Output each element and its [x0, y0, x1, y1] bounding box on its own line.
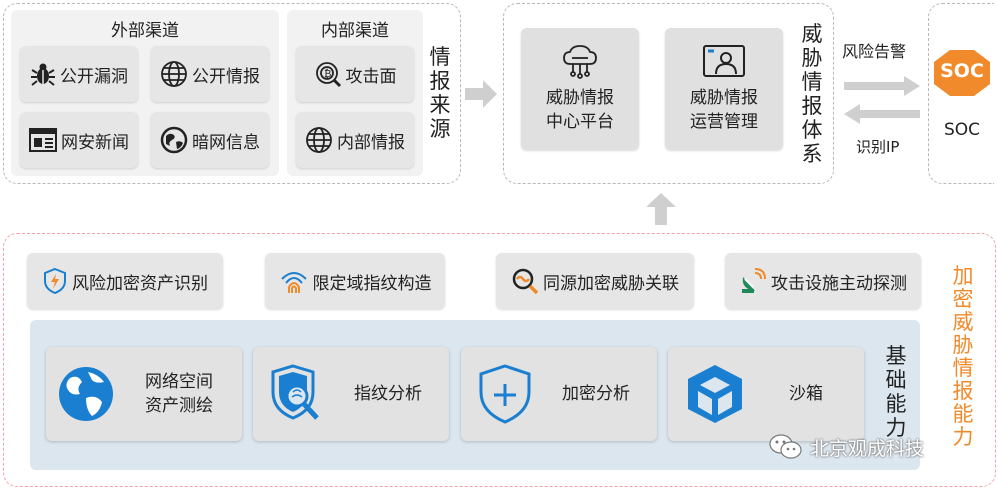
soc-logo: SOC — [932, 48, 992, 98]
intel-sources-label: 情报来源 — [429, 45, 451, 141]
base-label: 加密分析 — [562, 384, 630, 404]
base-sandbox[interactable]: 沙箱 — [668, 347, 864, 441]
globe-icon — [161, 61, 187, 87]
earth-globe-icon — [59, 367, 113, 421]
base-encryption-analysis[interactable]: 加密分析 — [461, 347, 657, 441]
satellite-dish-icon — [742, 268, 766, 293]
source-label: 内部情报 — [337, 132, 405, 153]
shield-plus-icon — [479, 364, 531, 424]
profile-card-icon — [703, 45, 745, 77]
source-label: 公开漏洞 — [60, 66, 128, 87]
source-security-news[interactable]: 网安新闻 — [20, 112, 138, 168]
encrypted-capability-label: 加密威胁情报能力 — [952, 264, 974, 449]
source-label: 公开情报 — [192, 66, 260, 87]
sandbox-cube-icon — [688, 365, 742, 423]
ops-label-line1: 威胁情报 — [690, 88, 758, 108]
shield-search-icon — [271, 364, 319, 420]
shield-lightning-icon — [44, 267, 66, 295]
base-label-line1: 网络空间 — [145, 372, 213, 392]
source-label: 暗网信息 — [192, 132, 260, 153]
arrow-right-icon — [844, 76, 920, 96]
ops-label-line2: 运营管理 — [690, 112, 758, 132]
soc-group — [928, 3, 994, 184]
source-label: 网安新闻 — [61, 132, 129, 153]
intel-sources-group — [3, 3, 461, 184]
attack-surface-icon: ₿ — [315, 62, 341, 88]
base-label: 指纹分析 — [354, 384, 422, 404]
bug-icon — [31, 63, 55, 86]
capability-label: 同源加密威胁关联 — [543, 273, 679, 294]
external-channels-title: 外部渠道 — [111, 21, 179, 41]
soc-ip-label: 识别IP — [856, 138, 900, 156]
base-label: 沙箱 — [789, 384, 823, 404]
cap-active-probe[interactable]: 攻击设施主动探测 — [725, 253, 921, 309]
source-internal-intel[interactable]: 内部情报 — [296, 112, 414, 168]
soc-label: SOC — [943, 120, 981, 140]
capability-label: 风险加密资产识别 — [72, 273, 208, 294]
darkweb-globe-icon — [160, 126, 188, 154]
cap-risk-encrypted-asset[interactable]: 风险加密资产识别 — [27, 253, 223, 309]
cap-homologous-correlation[interactable]: 同源加密威胁关联 — [496, 253, 694, 309]
platform-label-line1: 威胁情报 — [546, 88, 614, 108]
fingerprint-wifi-icon — [280, 272, 307, 293]
svg-text:₿: ₿ — [324, 68, 331, 80]
source-darkweb-info[interactable]: 暗网信息 — [151, 112, 269, 168]
source-attack-surface[interactable]: ₿ 攻击面 — [296, 46, 414, 102]
soc-logo-text: SOC — [940, 60, 984, 82]
basic-capability-label: 基础能力 — [885, 344, 907, 440]
source-public-intel[interactable]: 公开情报 — [151, 46, 269, 102]
magnifier-icon — [512, 268, 539, 295]
source-label: 攻击面 — [345, 66, 397, 87]
arrow-right-icon — [465, 80, 497, 108]
cloud-network-icon — [563, 45, 597, 79]
soc-octagon-icon — [934, 50, 990, 96]
newspaper-icon — [29, 128, 57, 152]
arrow-up-icon — [646, 193, 676, 225]
cap-domain-fingerprint[interactable]: 限定域指纹构造 — [265, 253, 445, 309]
base-label-line2: 资产测绘 — [145, 396, 213, 416]
internal-channels-title: 内部渠道 — [321, 21, 389, 41]
source-public-vulnerability[interactable]: 公开漏洞 — [20, 46, 138, 102]
platform-label-line2: 中心平台 — [546, 112, 614, 132]
soc-alert-label: 风险告警 — [842, 42, 907, 61]
watermark: 北京观成科技 — [768, 432, 924, 462]
intel-center-platform[interactable]: 威胁情报 中心平台 — [521, 28, 639, 150]
intel-ops-management[interactable]: 威胁情报 运营管理 — [665, 28, 783, 150]
capability-label: 攻击设施主动探测 — [771, 273, 907, 294]
encrypted-threat-intel-capability-group — [3, 233, 996, 487]
threat-intel-system-label: 威胁情报体系 — [801, 22, 823, 166]
watermark-text: 北京观成科技 — [810, 437, 925, 460]
globe-icon — [306, 127, 332, 153]
base-cyberspace-mapping[interactable]: 网络空间 资产测绘 — [46, 347, 242, 441]
threat-intel-system-group — [503, 3, 834, 184]
wechat-icon — [769, 434, 802, 459]
capability-label: 限定域指纹构造 — [312, 273, 432, 294]
base-fingerprint-analysis[interactable]: 指纹分析 — [253, 347, 449, 441]
arrow-left-icon — [844, 104, 920, 124]
